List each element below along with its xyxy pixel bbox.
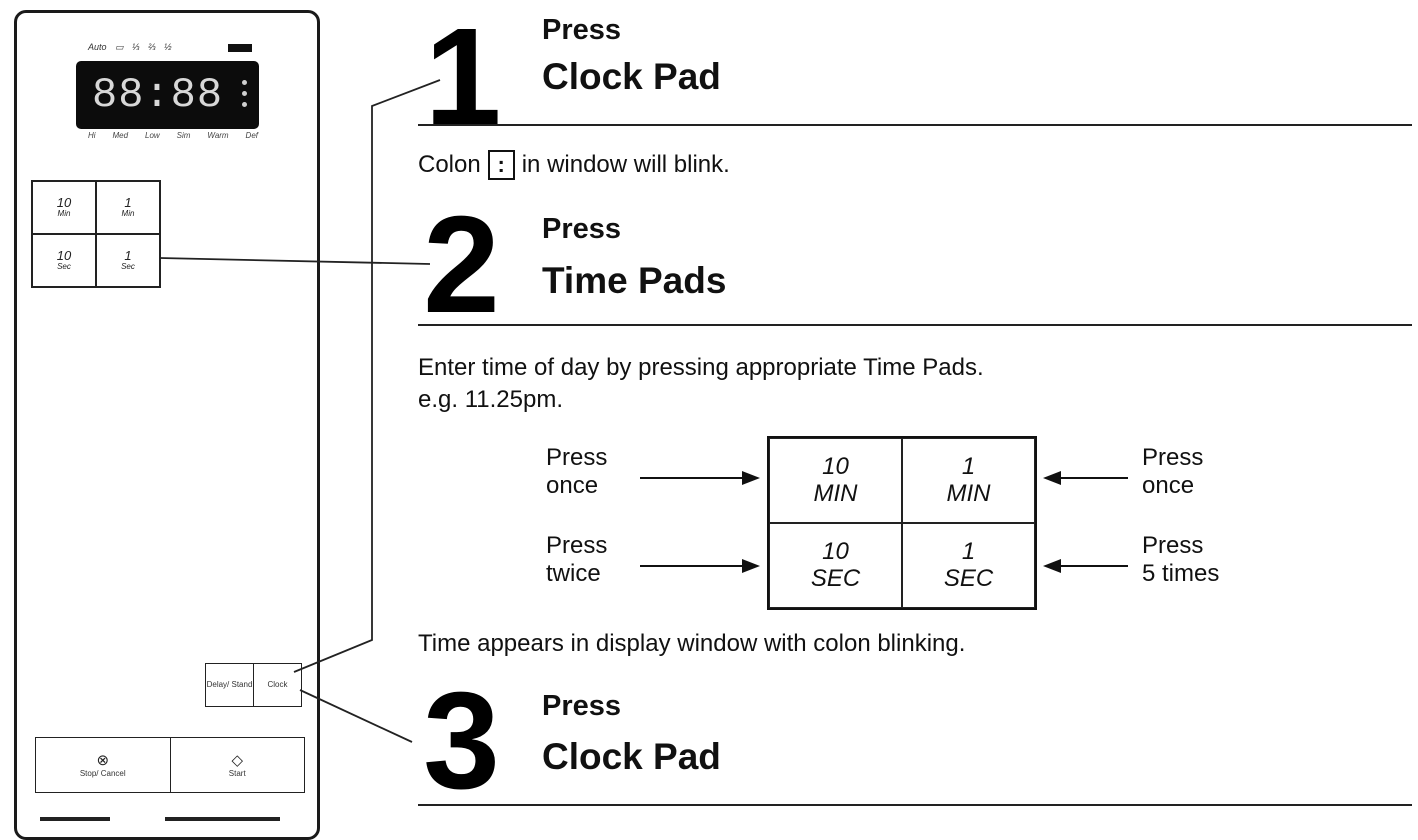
step-2-instruction: Enter time of day by pressing appropriat…: [418, 354, 984, 381]
step-1-note-before: Colon: [418, 151, 481, 178]
step-2-divider: [418, 324, 1412, 326]
time-pad-diagram: 10 MIN 1 MIN 10 SEC 1 SEC: [767, 436, 1037, 610]
indicator-auto: Auto: [88, 42, 107, 52]
step-1-verb: Press: [542, 14, 622, 46]
panel-base-mark: [40, 817, 110, 821]
panel-pad-10-sec[interactable]: 10 Sec: [32, 234, 96, 287]
power-label-def: Def: [245, 131, 258, 140]
step-1-note: Colon : in window will blink.: [418, 150, 730, 180]
panel-pad-value: 10: [56, 195, 72, 211]
step-1-note-after: in window will blink.: [521, 151, 730, 178]
panel-base-mark: [165, 817, 280, 821]
press-label-line: Press: [1142, 532, 1204, 559]
step-3-verb: Press: [542, 690, 622, 722]
step-1-number: 1: [424, 0, 502, 154]
leader-line-step3: [299, 689, 413, 743]
panel-pad-unit: Sec: [121, 262, 135, 272]
step-2-object: Time Pads: [542, 260, 727, 301]
diagram-pad-unit: SEC: [943, 564, 994, 592]
start-label: Start: [228, 769, 246, 778]
display-power-labels: Hi Med Low Sim Warm Def: [88, 131, 258, 143]
display-dots: [236, 74, 252, 118]
press-label-line: once: [1142, 471, 1195, 499]
arrowhead: [1043, 471, 1061, 485]
step-3-divider: [418, 804, 1412, 806]
indicator-half: ½: [164, 42, 172, 52]
press-label-right-top: Press once: [1142, 444, 1203, 500]
power-label-low: Low: [145, 131, 160, 140]
indicator-row: Auto ▭ ⅓ ⅔ ½: [88, 42, 263, 56]
step-2-number: 2: [423, 188, 500, 342]
press-label-line: Press: [546, 444, 608, 471]
press-label-line: twice: [546, 559, 601, 587]
display-digits: 88:88: [92, 71, 224, 119]
diagram-pad-10-sec: 10 SEC: [769, 523, 902, 608]
diagram-pad-unit: SEC: [810, 564, 861, 592]
leader-line-step2: [159, 257, 431, 265]
leader-lines: [159, 79, 1128, 743]
clock-button[interactable]: Clock: [253, 664, 301, 706]
press-label-line: 5 times: [1142, 559, 1220, 587]
panel-pad-value: 10: [56, 248, 72, 264]
step-3-number: 3: [423, 664, 500, 818]
step-2-verb: Press: [542, 213, 622, 245]
delay-stand-button[interactable]: Delay/ Stand: [206, 680, 253, 689]
leader-line-step1: [293, 79, 441, 673]
display-window: [76, 61, 259, 129]
indicator-block: [228, 44, 252, 52]
panel-pad-value: 1: [124, 248, 132, 264]
panel-pad-value: 1: [124, 195, 132, 211]
diagram-pad-value: 10: [822, 452, 849, 480]
stop-cancel-icon: ⊗: [96, 752, 110, 769]
power-label-warm: Warm: [207, 131, 229, 140]
colon-symbol-box: :: [487, 150, 515, 180]
step-2-example: e.g. 11.25pm.: [418, 386, 563, 413]
step-2-result: Time appears in display window with colo…: [418, 630, 966, 657]
press-label-line: Press: [546, 532, 608, 559]
step-1-divider: [418, 124, 1412, 126]
panel-pad-unit: Min: [121, 209, 135, 219]
start-icon: ◇: [231, 752, 244, 769]
panel-main-buttons: ⊗ Stop/ Cancel ◇ Start: [35, 737, 305, 793]
diagram-pad-1-min: 1 MIN: [902, 438, 1035, 523]
diagram-pad-value: 1: [961, 537, 976, 565]
stop-cancel-button[interactable]: ⊗ Stop/ Cancel: [36, 738, 170, 792]
press-label-right-bottom: Press 5 times: [1142, 532, 1219, 588]
diagram-pad-unit: MIN: [813, 479, 858, 507]
panel-pad-10-min[interactable]: 10 Min: [32, 181, 96, 234]
press-label-line: once: [546, 471, 599, 499]
indicator-two-thirds: ⅔: [148, 42, 156, 52]
power-label-hi: Hi: [88, 131, 96, 140]
arrowhead: [1043, 559, 1061, 573]
panel-small-buttons: Delay/ Stand Clock: [205, 663, 302, 707]
indicator-dish: ▭: [115, 42, 124, 52]
panel-pad-1-sec[interactable]: 1 Sec: [96, 234, 160, 287]
panel-time-pads: 10 Min 1 Min 10 Sec 1 Sec: [31, 180, 161, 288]
start-button[interactable]: ◇ Start: [169, 738, 305, 792]
diagram-pad-1-sec: 1 SEC: [902, 523, 1035, 608]
press-label-left-bottom: Press twice: [546, 532, 607, 588]
arrowhead: [742, 559, 760, 573]
panel-pad-unit: Min: [57, 209, 71, 219]
arrowhead: [742, 471, 760, 485]
panel-pad-1-min[interactable]: 1 Min: [96, 181, 160, 234]
power-label-sim: Sim: [176, 131, 191, 140]
diagram-pad-unit: MIN: [946, 479, 991, 507]
indicator-third: ⅓: [132, 42, 140, 52]
diagram-pad-value: 1: [961, 452, 976, 480]
step-3-object: Clock Pad: [542, 736, 721, 777]
diagram-pad-value: 10: [822, 537, 849, 565]
stop-cancel-label: Stop/ Cancel: [79, 769, 126, 778]
panel-pad-unit: Sec: [57, 262, 71, 272]
diagram-pad-10-min: 10 MIN: [769, 438, 902, 523]
power-label-med: Med: [112, 131, 129, 140]
step-1-object: Clock Pad: [542, 56, 721, 97]
press-label-left-top: Press once: [546, 444, 607, 500]
press-label-line: Press: [1142, 444, 1204, 471]
